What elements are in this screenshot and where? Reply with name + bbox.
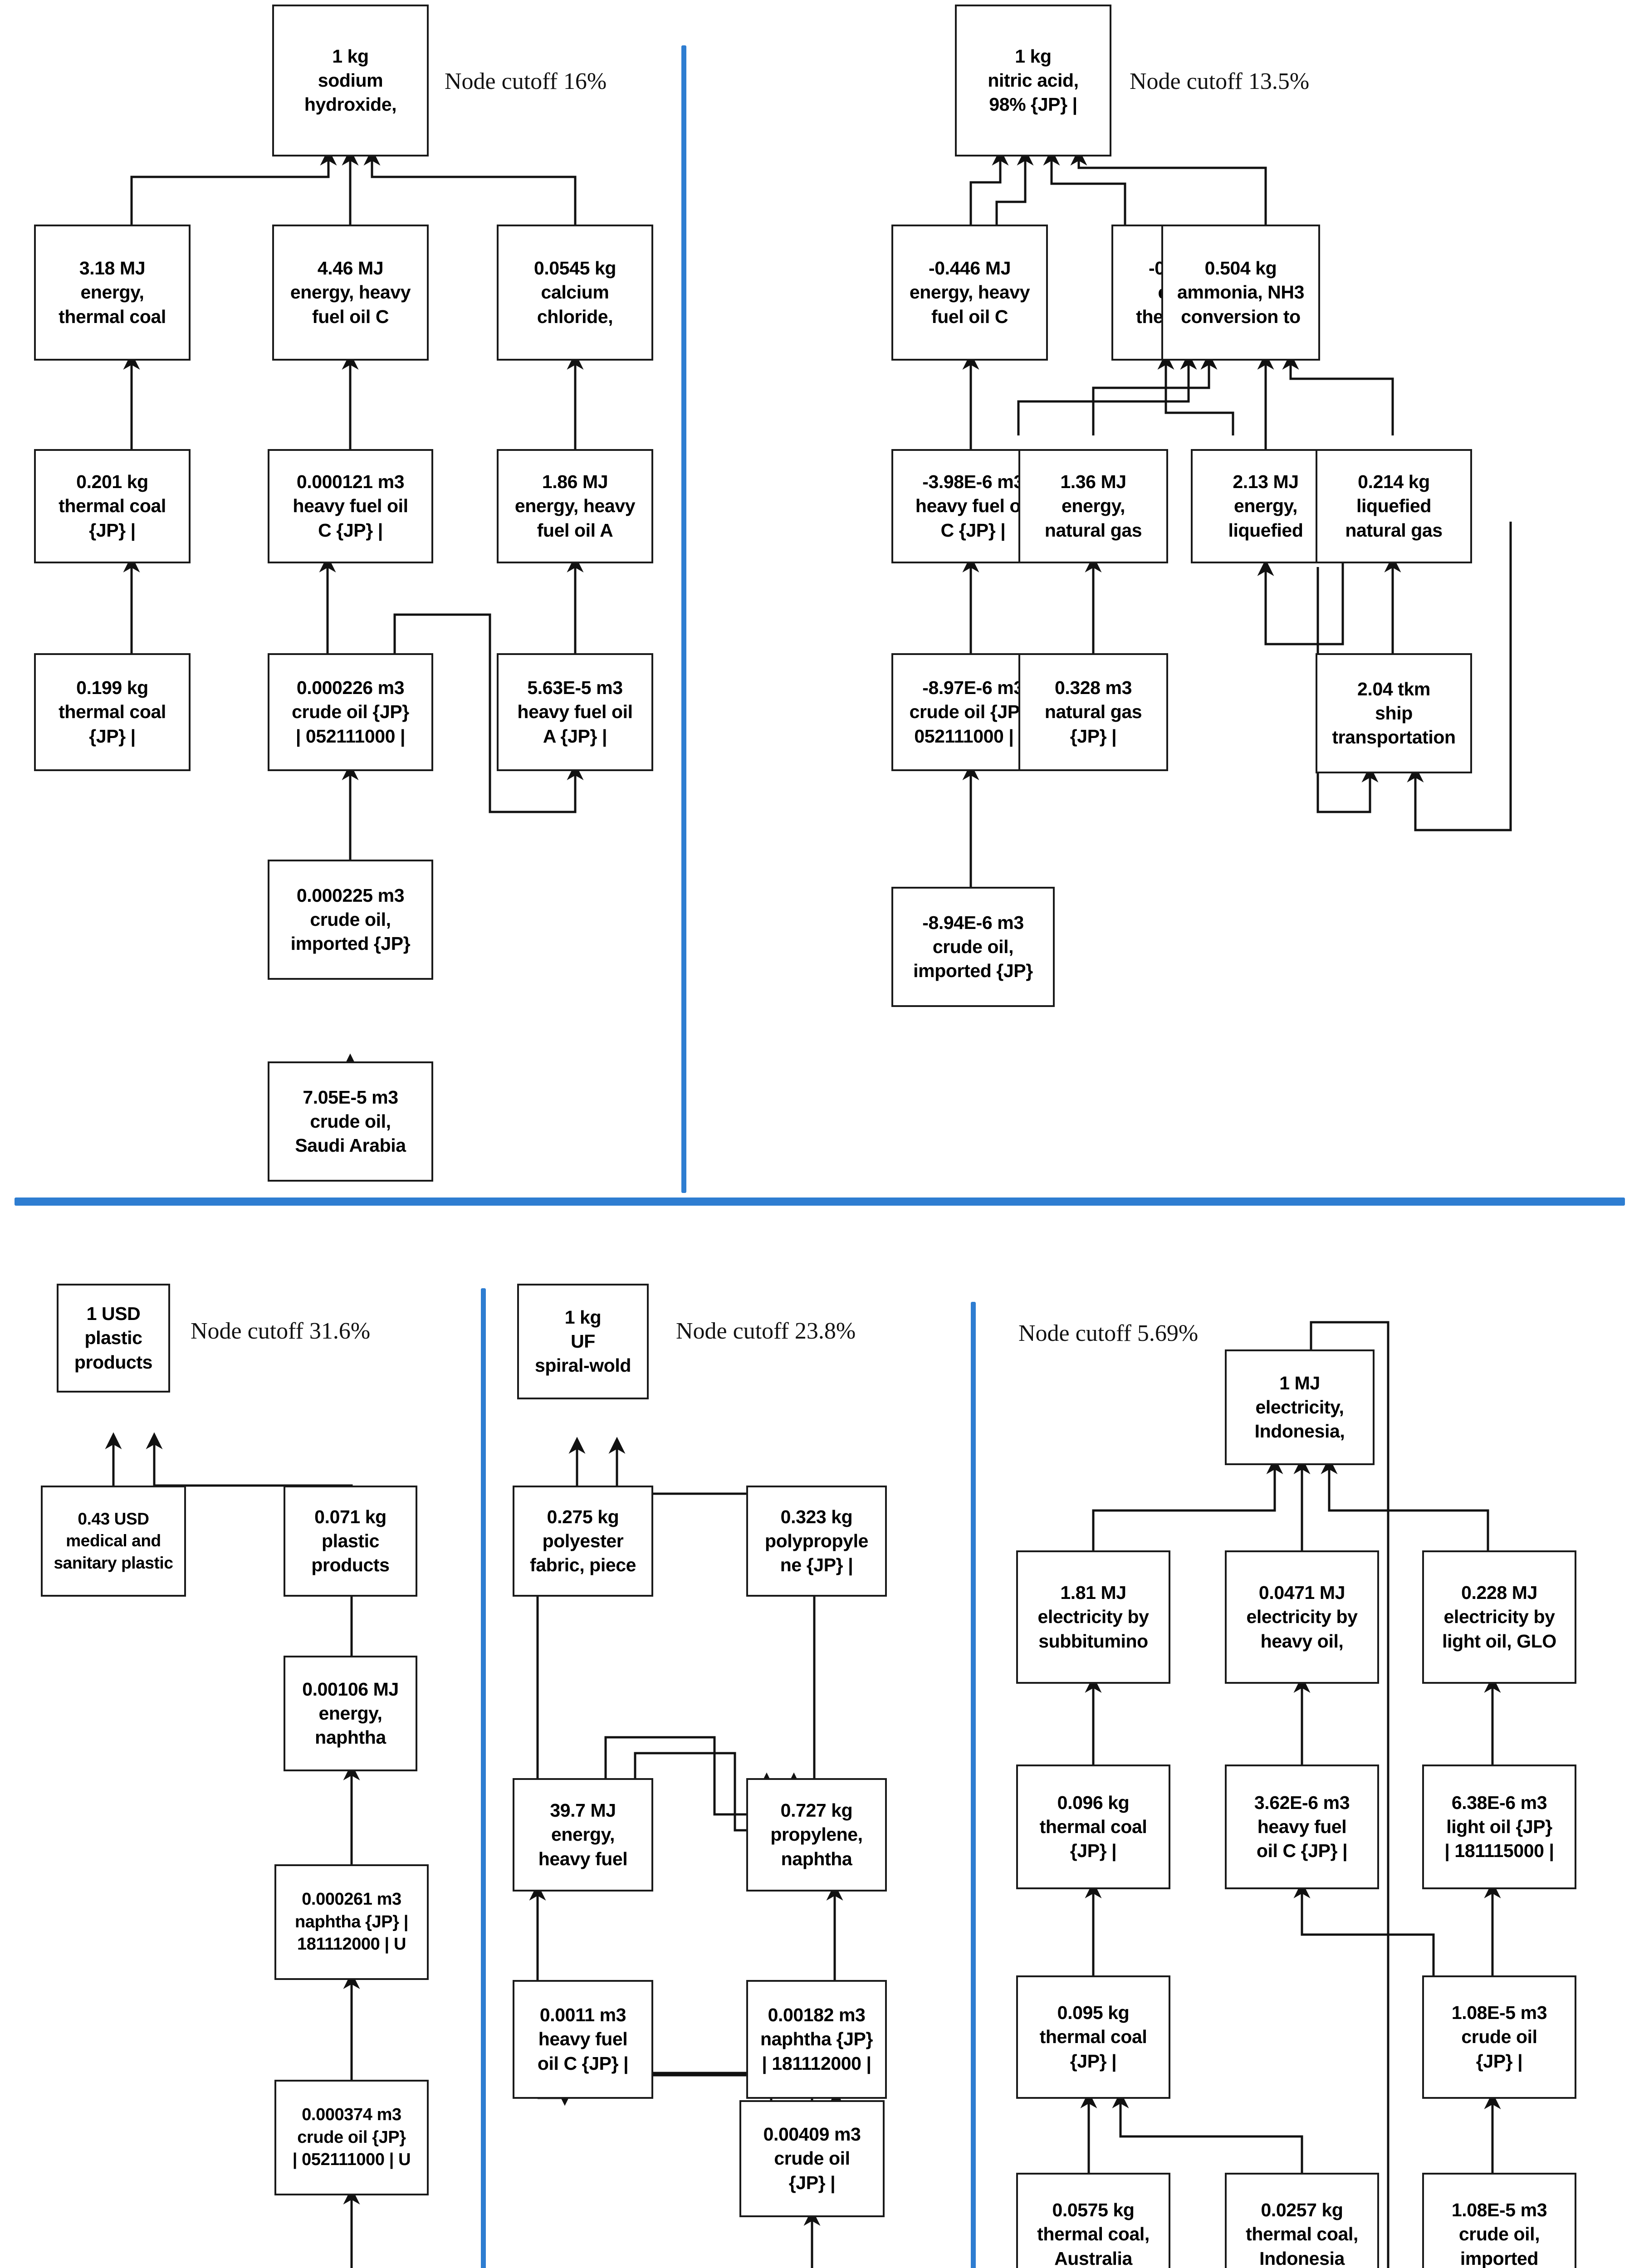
cutoff-label-plastic-products: Node cutoff 31.6% (191, 1318, 371, 1344)
divider-vertical-bottom-right (971, 1302, 976, 2268)
cutoff-label-sodium-hydroxide: Node cutoff 16% (445, 68, 607, 94)
divider-vertical-bottom-left (481, 1288, 486, 2268)
cutoff-label-electricity-indonesia: Node cutoff 5.69% (1018, 1320, 1199, 1346)
cutoff-label-nitric-acid: Node cutoff 13.5% (1130, 68, 1310, 94)
cutoff-label-uf-spiral-wold: Node cutoff 23.8% (676, 1318, 856, 1344)
divider-vertical-top (681, 45, 686, 1193)
divider-horizontal (15, 1198, 1625, 1206)
